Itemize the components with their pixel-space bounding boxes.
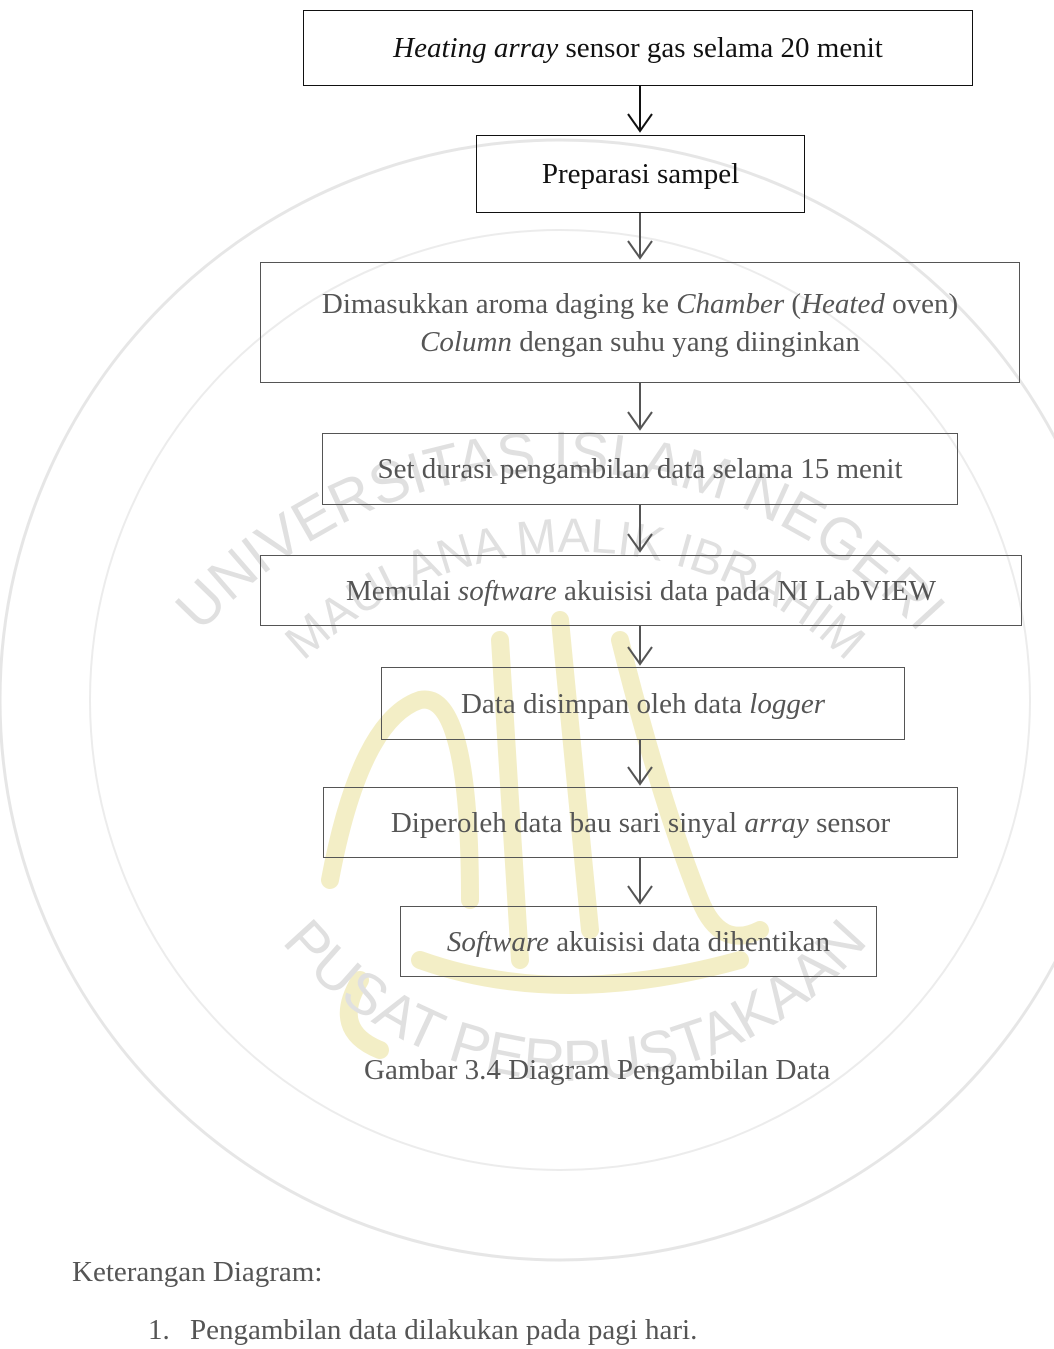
arrow-1-2 <box>627 86 653 133</box>
step-5-text: Memulai software akuisisi data pada NI L… <box>346 572 936 610</box>
notes-item: 1. Pengambilan data dilakukan pada pagi … <box>148 1314 697 1347</box>
step-2-text: Preparasi sampel <box>542 155 739 193</box>
step-7-box: Diperoleh data bau sari sinyal array sen… <box>323 787 958 858</box>
italic-term: array <box>744 806 809 839</box>
text-segment: akuisisi data pada NI LabVIEW <box>556 574 937 607</box>
text-segment: dengan suhu yang diinginkan <box>511 325 860 358</box>
step-8-box: Software akuisisi data dihentikan <box>400 906 877 977</box>
arrow-7-8 <box>627 858 653 905</box>
seal-inner-ring <box>89 229 1031 1171</box>
step-1-box: Heating array sensor gas selama 20 menit <box>303 10 973 86</box>
step-6-text: Data disimpan oleh data logger <box>461 685 825 723</box>
seal-outer-ring <box>0 138 1054 1262</box>
notes-heading: Keterangan Diagram: <box>72 1256 323 1288</box>
italic-term: Chamber <box>676 287 785 320</box>
step-4-box: Set durasi pengambilan data selama 15 me… <box>322 433 958 505</box>
step-2-box: Preparasi sampel <box>476 135 805 213</box>
italic-term: Software <box>446 925 549 958</box>
step-3-text: Dimasukkan aroma daging ke Chamber (Heat… <box>322 285 958 361</box>
text-segment: sensor gas selama 20 menit <box>558 32 883 64</box>
arrow-6-7 <box>627 740 653 786</box>
step-5-box: Memulai software akuisisi data pada NI L… <box>260 555 1022 626</box>
italic-term: Heated <box>801 287 885 320</box>
text-segment: sensor <box>808 806 891 839</box>
text-segment: Dimasukkan aroma daging ke <box>321 287 677 320</box>
step-4-text: Set durasi pengambilan data selama 15 me… <box>377 450 902 488</box>
step-6-box: Data disimpan oleh data logger <box>381 667 905 740</box>
text-segment: Set durasi pengambilan data selama 15 me… <box>377 453 903 485</box>
text-segment: ( <box>784 287 802 320</box>
arrow-5-6 <box>627 626 653 666</box>
arrow-2-3 <box>627 213 653 260</box>
text-segment: oven) <box>884 287 959 320</box>
step-1-text: Heating array sensor gas selama 20 menit <box>393 29 883 67</box>
text-segment: Data disimpan oleh data <box>460 687 750 720</box>
step-3-line-2: Column dengan suhu yang diinginkan <box>322 323 958 361</box>
text-segment: akuisisi data dihentikan <box>548 925 831 958</box>
step-3-box: Dimasukkan aroma daging ke Chamber (Heat… <box>260 262 1020 383</box>
italic-term: Column <box>420 325 512 358</box>
text-segment: Diperoleh data bau sari sinyal <box>390 806 745 839</box>
notes-item-number: 1. <box>148 1314 170 1346</box>
italic-term: Heating array <box>393 32 559 64</box>
text-segment: Memulai <box>345 574 458 607</box>
figure-caption: Gambar 3.4 Diagram Pengambilan Data <box>364 1054 831 1086</box>
italic-term: logger <box>749 687 826 720</box>
notes-list: 1. Pengambilan data dilakukan pada pagi … <box>148 1314 697 1347</box>
arrow-3-4 <box>627 383 653 431</box>
seal-calligraphy <box>321 611 769 1059</box>
step-8-text: Software akuisisi data dihentikan <box>447 923 830 961</box>
notes-item-text: Pengambilan data dilakukan pada pagi har… <box>190 1314 698 1346</box>
step-3-line-1: Dimasukkan aroma daging ke Chamber (Heat… <box>322 285 958 323</box>
text-segment: Preparasi sampel <box>541 158 740 190</box>
arrow-4-5 <box>627 505 653 553</box>
italic-term: software <box>457 574 557 607</box>
step-7-text: Diperoleh data bau sari sinyal array sen… <box>391 804 890 842</box>
